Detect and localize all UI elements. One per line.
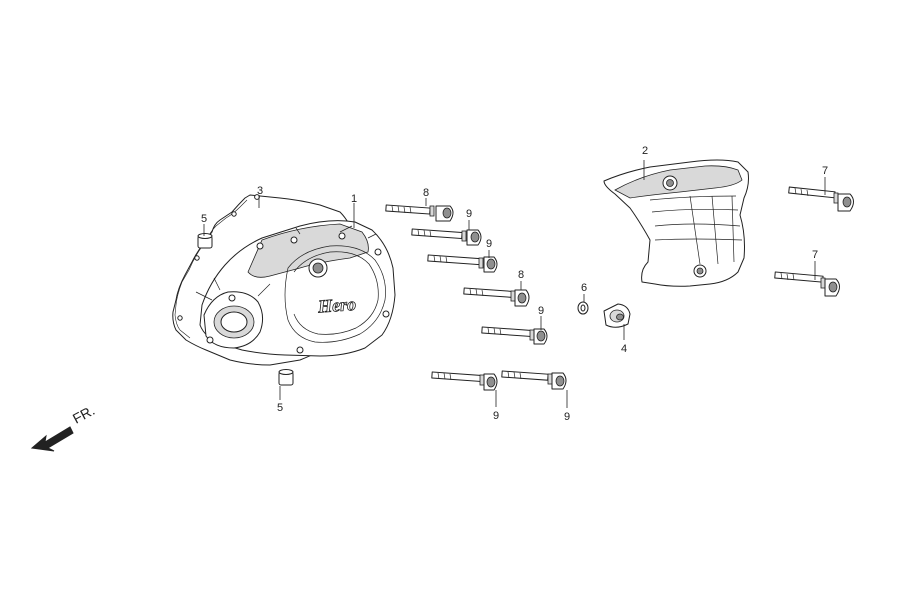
sprocket-cover-part-2 xyxy=(603,159,749,287)
bolt-part-8-top xyxy=(385,204,454,222)
crankcase-cover-part-1: Hero xyxy=(195,220,396,357)
callout-2: 2 xyxy=(642,145,648,157)
bolt-part-7-top xyxy=(788,186,854,212)
callout-3: 3 xyxy=(257,185,263,197)
callout-7-top: 7 xyxy=(822,165,828,177)
bolt-part-9-a xyxy=(411,228,482,246)
callout-9-e: 9 xyxy=(564,411,570,423)
callout-8-top: 8 xyxy=(423,187,429,199)
bolt-part-8-bottom xyxy=(463,287,530,307)
callout-7-bottom: 7 xyxy=(812,249,818,261)
bolt-part-9-b xyxy=(427,254,498,273)
leader-lines xyxy=(203,160,826,408)
callout-9-a: 9 xyxy=(466,208,472,220)
bolt-part-9-d xyxy=(431,371,498,391)
grommet-part-4 xyxy=(603,303,631,328)
bolt-part-7-bottom xyxy=(774,271,840,297)
callout-6: 6 xyxy=(581,282,587,294)
washer-part-6 xyxy=(577,301,589,315)
callout-5-upper: 5 xyxy=(201,213,207,225)
dowel-pin-part-5-lower xyxy=(278,369,294,386)
callout-9-d: 9 xyxy=(493,410,499,422)
front-direction-label: FR. xyxy=(70,402,97,427)
front-direction-indicator: FR. xyxy=(30,402,97,452)
callout-9-b: 9 xyxy=(486,238,492,250)
callout-5-lower: 5 xyxy=(277,402,283,414)
front-arrow-icon xyxy=(30,426,74,452)
callout-4: 4 xyxy=(621,343,627,355)
bolt-part-9-c xyxy=(481,326,548,345)
callout-8-bottom: 8 xyxy=(518,269,524,281)
callout-labels: 1 2 3 4 5 5 6 7 7 8 8 9 9 9 9 9 xyxy=(201,145,828,423)
callout-1: 1 xyxy=(351,193,357,205)
bolt-part-9-e xyxy=(501,370,567,390)
dowel-pin-part-5-upper xyxy=(197,233,213,249)
callout-9-c: 9 xyxy=(538,305,544,317)
hero-logo: Hero xyxy=(316,294,356,317)
